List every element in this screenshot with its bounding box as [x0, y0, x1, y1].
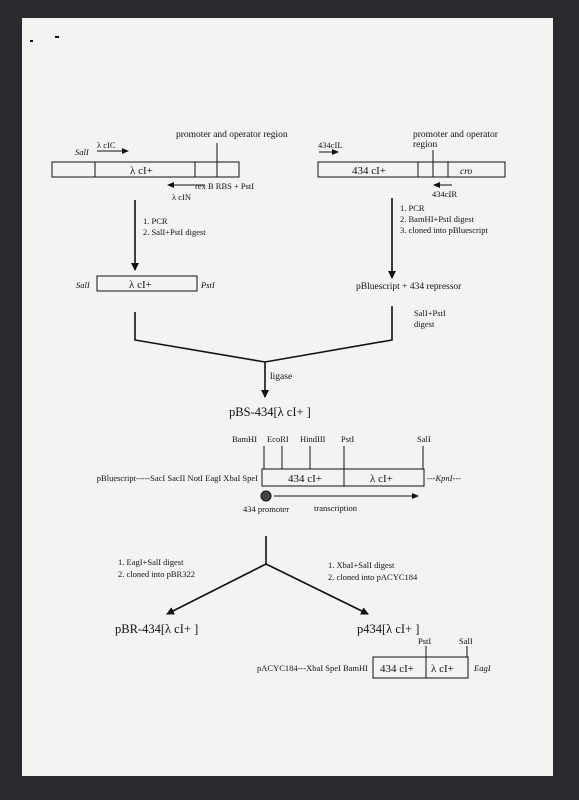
step-bottom-right-2: 2. cloned into pACYC184 — [328, 572, 418, 582]
ligase-label: ligase — [270, 372, 292, 382]
pbs-prefix: pBluescript-----SacI SacII NotI EagI Xba… — [97, 473, 258, 483]
pbs-gene-434: 434 cI+ — [288, 473, 322, 485]
cloning-diagram: promoter and operator region SalI λ cIC … — [30, 36, 506, 679]
lambda-fragment-box — [96, 275, 198, 292]
pbs-insert-box — [261, 468, 425, 487]
pbluescript-434-label: pBluescript + 434 repressor — [356, 282, 462, 292]
merge-connector — [134, 306, 393, 363]
speck — [55, 36, 59, 38]
site-sali: SalI — [417, 434, 431, 444]
primer-cir-label: 434cIR — [432, 189, 457, 199]
pacyc-suffix: EagI — [473, 663, 492, 673]
site-psti: PstI — [341, 434, 354, 444]
pbr-title: pBR-434[λ cI+ ] — [115, 622, 198, 636]
speck — [30, 40, 33, 42]
promoter-434-line2: region — [413, 140, 438, 150]
primer-cil-label: 434cIL — [318, 140, 343, 150]
step-bottom-left-2: 2. cloned into pBR322 — [118, 569, 195, 579]
promoter-434-caption: 434 promoter — [243, 504, 289, 514]
step-right-1: 1. PCR — [400, 203, 425, 213]
digest-right-2: digest — [414, 319, 435, 329]
fragment-right-site: PstI — [200, 280, 216, 290]
lambda-promoter-label: promoter and operator region — [176, 130, 288, 140]
split-arrow-right — [265, 563, 369, 615]
template-434-bar — [317, 161, 506, 178]
step-right-3: 3. cloned into pBluescript — [400, 225, 488, 235]
sali-label: SalI — [75, 147, 90, 157]
promoter-dot — [260, 490, 272, 502]
site-bamhi: BamHI — [232, 434, 257, 444]
p434-title: p434[λ cI+ ] — [357, 622, 419, 636]
paper-sheet: promoter and operator region SalI λ cIC … — [22, 18, 553, 776]
step-left-2: 2. SalI+PstI digest — [143, 227, 206, 237]
promoter-434-line1: promoter and operator — [413, 130, 499, 140]
pbs-title: pBS-434[λ cI+ ] — [229, 405, 311, 419]
step-bottom-right-1: 1. XbaI+SalI digest — [328, 560, 395, 570]
transcription-caption: transcription — [314, 503, 358, 513]
pacyc-gene-434: 434 cI+ — [380, 663, 414, 675]
cro-label: cro — [460, 167, 473, 177]
pacyc-gene-lambda: λ cI+ — [431, 663, 454, 675]
lambda-template-bar — [51, 161, 240, 178]
fragment-left-site: SalI — [76, 280, 91, 290]
step-left-1: 1. PCR — [143, 216, 168, 226]
gene-434-label: 434 cI+ — [352, 165, 386, 177]
digest-right-1: SalI+PstI — [414, 308, 446, 318]
step-right-2: 2. BamHI+PstI digest — [400, 214, 475, 224]
pacyc-site-sali: SalI — [459, 636, 473, 646]
site-ecori: EcoRI — [267, 434, 289, 444]
split-arrow-left — [166, 563, 267, 615]
fragment-gene: λ cI+ — [129, 279, 152, 291]
site-hindiii: HindIII — [300, 434, 326, 444]
pacyc-insert-box — [372, 656, 469, 679]
pacyc-prefix: pACYC184---XbaI SpeI BamHI — [257, 663, 368, 673]
pbs-gene-lambda: λ cI+ — [370, 473, 393, 485]
lambda-gene-label: λ cI+ — [130, 165, 153, 177]
primer-clc-label: λ cIC — [97, 140, 116, 150]
step-bottom-left-1: 1. EagI+SalI digest — [118, 557, 184, 567]
pacyc-site-psti: PstI — [418, 636, 431, 646]
primer-cin-label: λ cIN — [172, 192, 191, 202]
pbs-suffix: ---KpnI--- — [427, 473, 461, 483]
primer-rev-label: rex B RBS + PstI — [195, 181, 254, 191]
